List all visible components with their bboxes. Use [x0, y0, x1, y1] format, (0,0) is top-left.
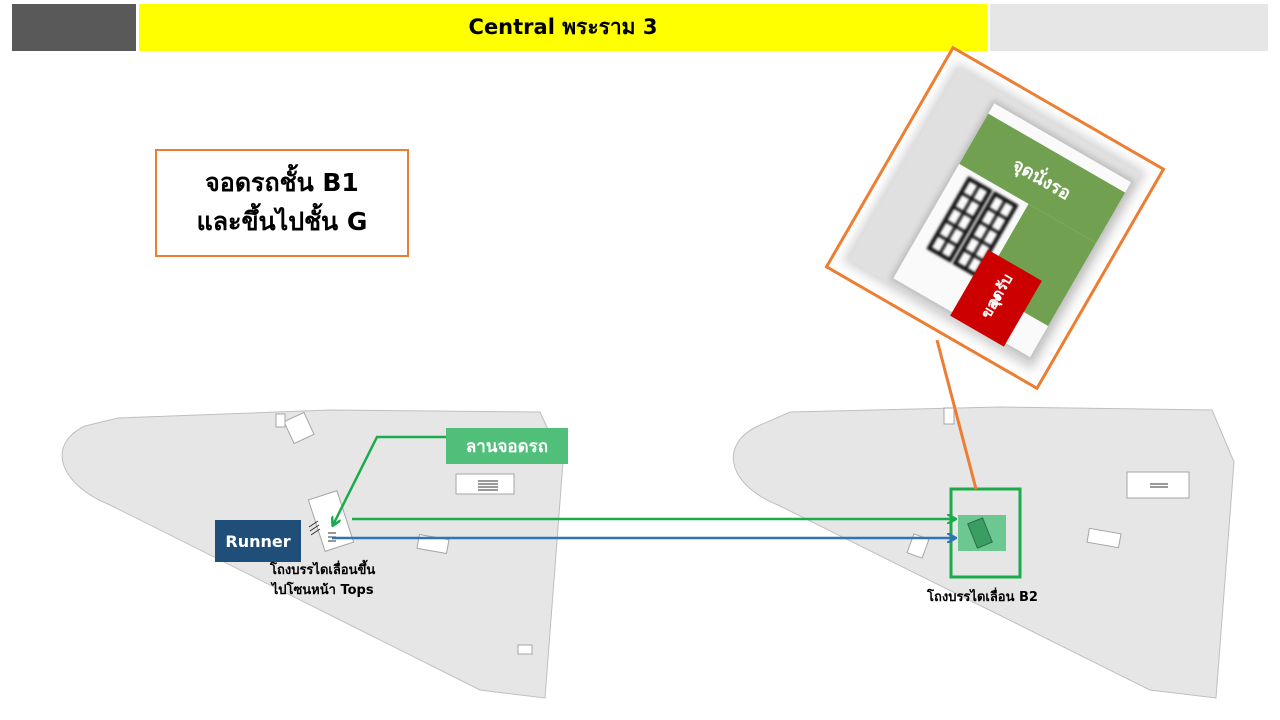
inset-floor: จุดนั่งรอ จุดรับ ของ — [848, 68, 1141, 365]
b2-escalator-device — [967, 517, 993, 549]
b2-fixture-block — [1126, 471, 1190, 499]
route-parking-to-escalator — [333, 435, 446, 525]
pickup-area-inset: จุดนั่งรอ จุดรับ ของ — [824, 45, 1166, 391]
b2-stair-mark — [1150, 483, 1168, 488]
inset-leader-line — [935, 339, 978, 490]
header-right-block — [990, 4, 1268, 51]
runner-tag: Runner — [215, 520, 301, 562]
b1-fixture-small — [275, 413, 286, 428]
b2-fixture-lower — [1086, 527, 1122, 549]
b1-escalator-label-line-1: โถงบรรไดเลื่อนขึ้น — [270, 563, 376, 578]
b2-escalator-label: โถงบรรไดเลื่อน B2 — [927, 590, 1038, 605]
b1-fixture-top — [283, 411, 315, 445]
b1-escalator-label-line-2: ไปโซนหน้า Tops — [271, 582, 374, 598]
parking-lot-tag: ลานจอดรถ — [446, 428, 568, 464]
b1-escalator-mark — [308, 520, 336, 542]
parking-instruction-box: จอดรถชั้น B1 และขึ้นไปชั้น G — [155, 149, 409, 257]
b2-fixture-top — [943, 407, 955, 425]
floor-plan-b2 — [732, 406, 1235, 699]
floor-plan-b1 — [61, 409, 564, 699]
b1-escalator-label: โถงบรรไดเลื่อนขึ้น ไปโซนหน้า Tops — [270, 561, 375, 600]
b1-stair-mark — [478, 480, 498, 491]
instruction-line-2: และขึ้นไปชั้น G — [196, 207, 368, 236]
header-left-block — [12, 4, 136, 51]
inset-escalator-icon — [926, 176, 1019, 278]
b2-fixture-left — [906, 533, 930, 559]
instruction-line-1: จอดรถชั้น B1 — [205, 168, 359, 198]
b1-fixture-corner — [517, 644, 533, 655]
page-title: Central พระราม 3 — [139, 4, 987, 51]
